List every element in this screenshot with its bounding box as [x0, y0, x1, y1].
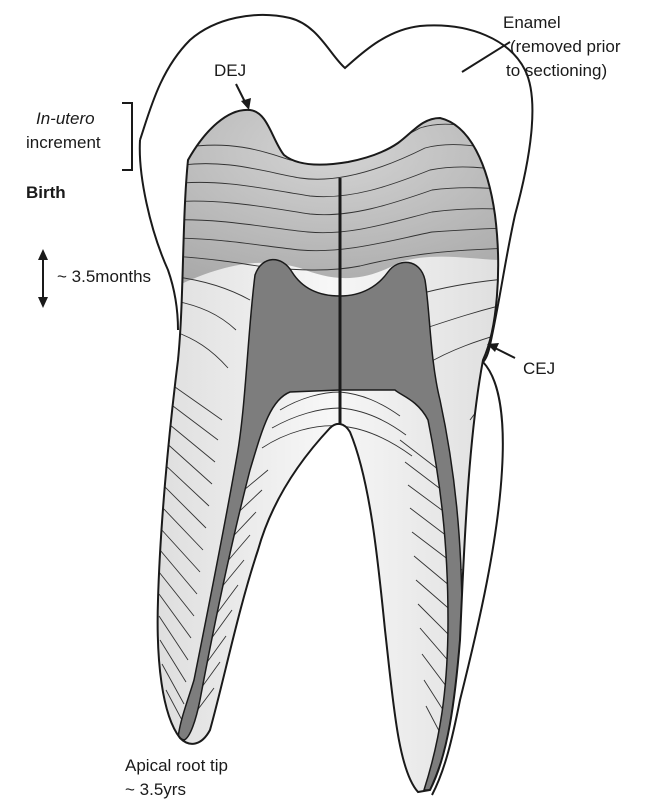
enamel-label-line2: (removed prior — [510, 36, 621, 57]
interval-arrow — [38, 249, 48, 308]
birth-label: Birth — [26, 182, 66, 203]
dentine — [120, 90, 540, 804]
enamel-leader — [462, 42, 510, 72]
apical-label-line1: Apical root tip — [125, 755, 228, 776]
enamel-outline-left — [140, 140, 178, 330]
enamel-label-line1: Enamel — [503, 12, 561, 33]
dej-label: DEJ — [214, 60, 246, 81]
interval-label: ~ 3.5months — [57, 266, 151, 287]
cej-label: CEJ — [523, 358, 555, 379]
in-utero-bracket — [122, 103, 132, 170]
increment-label: increment — [26, 132, 101, 153]
enamel-label-line3: to sectioning) — [506, 60, 607, 81]
in-utero-label: In-utero — [36, 108, 95, 129]
apical-label-line2: ~ 3.5yrs — [125, 779, 186, 800]
cej-leader — [495, 348, 515, 358]
